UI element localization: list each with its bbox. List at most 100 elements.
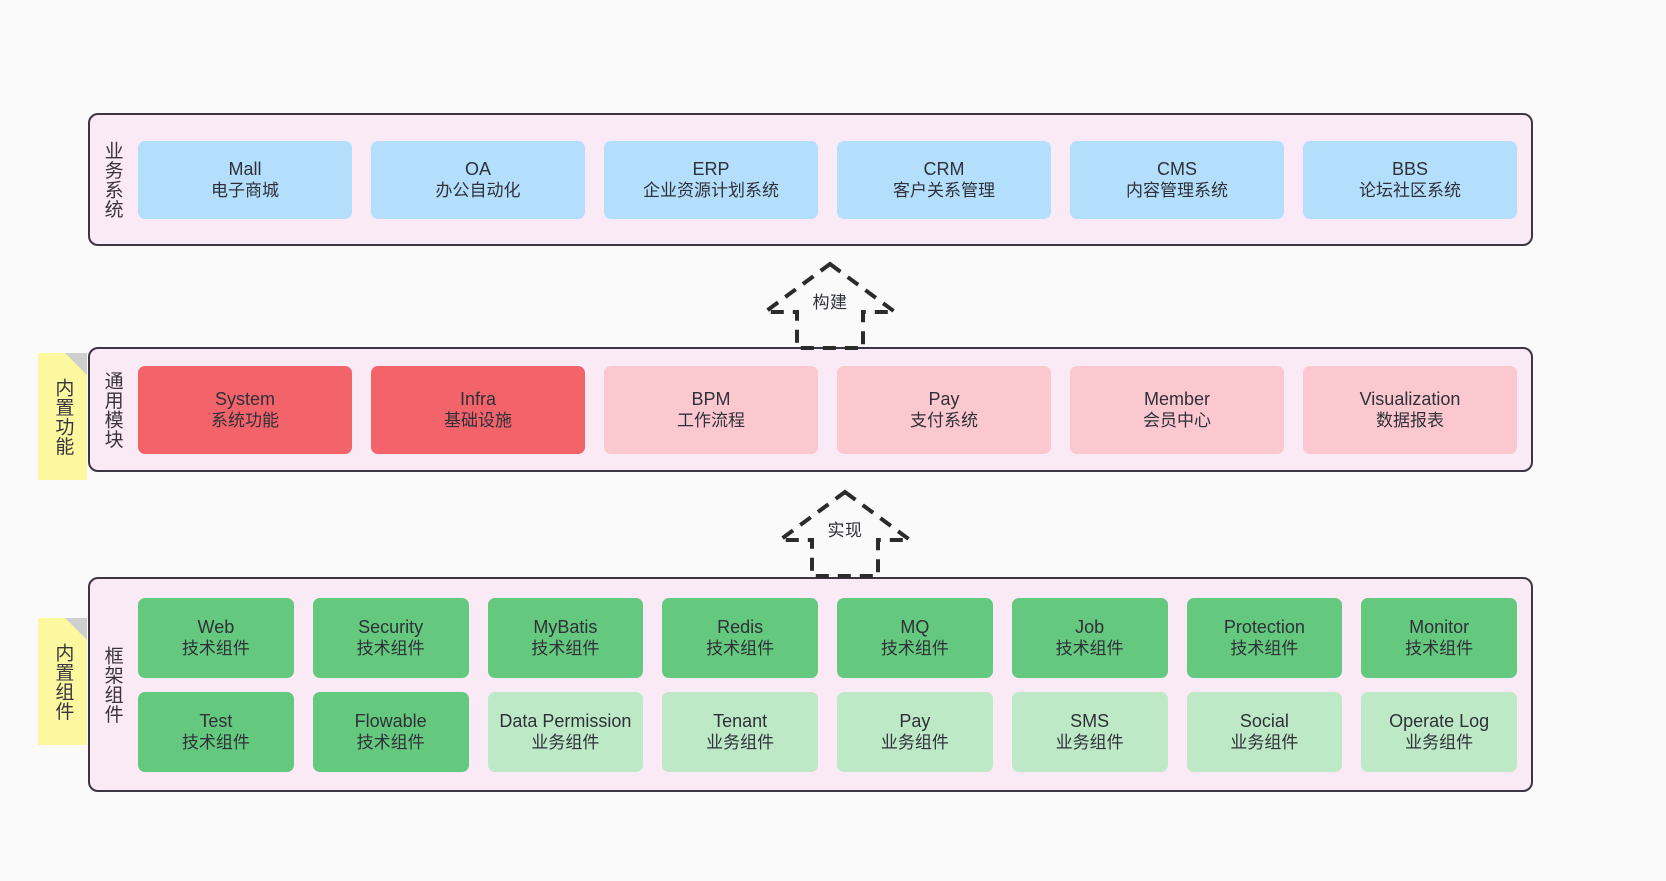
node-title: Member <box>1143 388 1210 409</box>
node-title: Social <box>1239 710 1289 731</box>
layer-body-business: Mall 电子商城 OA 办公自动化 ERP 企业资源计划系统 CRM 客户关系… <box>134 115 1531 244</box>
node-title: BBS <box>1391 158 1429 179</box>
node-title: Infra <box>459 388 497 409</box>
node-social[interactable]: Social 业务组件 <box>1186 691 1343 772</box>
node-infra[interactable]: Infra 基础设施 <box>371 365 585 454</box>
node-title: MQ <box>900 616 930 637</box>
node-title: Web <box>197 616 235 637</box>
node-subtitle: 内容管理系统 <box>1126 181 1228 201</box>
node-subtitle: 技术组件 <box>356 639 425 659</box>
connector-label: 实现 <box>827 521 863 540</box>
node-title: CRM <box>923 158 965 179</box>
node-redis[interactable]: Redis 技术组件 <box>662 597 818 678</box>
node-crm[interactable]: CRM 客户关系管理 <box>837 140 1051 219</box>
node-subtitle: 办公自动化 <box>435 181 521 201</box>
node-bpm[interactable]: BPM 工作流程 <box>604 365 818 454</box>
node-title: Flowable <box>354 710 427 731</box>
node-title: Data Permission <box>499 710 632 731</box>
node-title: BPM <box>691 388 731 409</box>
node-protection[interactable]: Protection 技术组件 <box>1186 597 1343 678</box>
node-security[interactable]: Security 技术组件 <box>312 597 469 678</box>
node-test[interactable]: Test 技术组件 <box>138 691 294 772</box>
node-subtitle: 技术组件 <box>1055 639 1124 659</box>
node-subtitle: 业务组件 <box>880 733 949 753</box>
node-row: Mall 电子商城 OA 办公自动化 ERP 企业资源计划系统 CRM 客户关系… <box>138 140 1517 219</box>
node-row: System 系统功能 Infra 基础设施 BPM 工作流程 Pay 支付系统… <box>138 365 1517 454</box>
note-fold-icon <box>65 353 87 375</box>
node-subtitle: 会员中心 <box>1143 411 1211 431</box>
node-title: Visualization <box>1359 388 1461 409</box>
node-bbs[interactable]: BBS 论坛社区系统 <box>1303 140 1517 219</box>
node-title: Security <box>358 616 424 637</box>
node-subtitle: 技术组件 <box>706 639 775 659</box>
node-title: Test <box>199 710 233 731</box>
node-title: Monitor <box>1409 616 1470 637</box>
node-mall[interactable]: Mall 电子商城 <box>138 140 352 219</box>
connector-label: 构建 <box>812 293 848 312</box>
node-pay[interactable]: Pay 支付系统 <box>837 365 1051 454</box>
layer-body-module: System 系统功能 Infra 基础设施 BPM 工作流程 Pay 支付系统… <box>134 349 1531 470</box>
hollow-arrow-up-icon <box>773 489 917 578</box>
note-builtin-function: 内置功能 <box>38 353 87 480</box>
layer-title-module: 通用模块 <box>101 370 123 449</box>
node-title: Job <box>1075 616 1105 637</box>
node-subtitle: 系统功能 <box>211 411 279 431</box>
node-tenant[interactable]: Tenant 业务组件 <box>662 691 818 772</box>
note-label: 内置组件 <box>52 642 74 721</box>
layer-common-module: 通用模块 System 系统功能 Infra 基础设施 BPM 工作流程 Pay… <box>88 347 1533 472</box>
node-web[interactable]: Web 技术组件 <box>138 597 294 678</box>
node-job[interactable]: Job 技术组件 <box>1011 597 1168 678</box>
node-subtitle: 技术组件 <box>181 733 250 753</box>
layer-title-business: 业务系统 <box>101 140 123 219</box>
node-visualization[interactable]: Visualization 数据报表 <box>1303 365 1517 454</box>
node-title: Pay <box>899 710 931 731</box>
node-subtitle: 技术组件 <box>531 639 600 659</box>
node-title: Operate Log <box>1389 710 1490 731</box>
node-flowable[interactable]: Flowable 技术组件 <box>312 691 469 772</box>
node-subtitle: 企业资源计划系统 <box>643 181 779 201</box>
node-data-permission[interactable]: Data Permission 业务组件 <box>487 691 644 772</box>
layer-business-system: 业务系统 Mall 电子商城 OA 办公自动化 ERP 企业资源计划系统 CRM… <box>88 113 1533 246</box>
node-subtitle: 技术组件 <box>181 639 250 659</box>
node-subtitle: 业务组件 <box>706 733 775 753</box>
node-title: Mall <box>228 158 262 179</box>
node-subtitle: 业务组件 <box>531 733 600 753</box>
node-member[interactable]: Member 会员中心 <box>1070 365 1284 454</box>
node-operate-log[interactable]: Operate Log 业务组件 <box>1361 691 1517 772</box>
node-title: SMS <box>1070 710 1110 731</box>
node-title: Protection <box>1223 616 1305 637</box>
node-subtitle: 客户关系管理 <box>893 181 995 201</box>
node-title: System <box>214 388 275 409</box>
node-oa[interactable]: OA 办公自动化 <box>371 140 585 219</box>
note-label: 内置功能 <box>52 377 74 456</box>
node-subtitle: 工作流程 <box>677 411 745 431</box>
node-mq[interactable]: MQ 技术组件 <box>837 597 993 678</box>
connector-build: 构建 <box>755 258 905 350</box>
node-monitor[interactable]: Monitor 技术组件 <box>1361 597 1517 678</box>
node-erp[interactable]: ERP 企业资源计划系统 <box>604 140 818 219</box>
node-subtitle: 技术组件 <box>356 733 425 753</box>
node-system[interactable]: System 系统功能 <box>138 365 352 454</box>
layer-body-framework: Web 技术组件 Security 技术组件 MyBatis 技术组件 Redi… <box>134 579 1531 790</box>
node-subtitle: 业务组件 <box>1405 733 1474 753</box>
node-mybatis[interactable]: MyBatis 技术组件 <box>487 597 644 678</box>
node-pay-component[interactable]: Pay 业务组件 <box>837 691 993 772</box>
node-subtitle: 论坛社区系统 <box>1359 181 1461 201</box>
layer-title-framework: 框架组件 <box>101 645 123 724</box>
note-fold-icon <box>65 618 87 640</box>
hollow-arrow-up-icon <box>758 261 902 350</box>
node-subtitle: 数据报表 <box>1376 411 1444 431</box>
node-title: Tenant <box>713 710 768 731</box>
node-sms[interactable]: SMS 业务组件 <box>1011 691 1168 772</box>
node-cms[interactable]: CMS 内容管理系统 <box>1070 140 1284 219</box>
note-builtin-component: 内置组件 <box>38 618 87 745</box>
node-title: MyBatis <box>533 616 598 637</box>
node-subtitle: 支付系统 <box>910 411 978 431</box>
node-subtitle: 技术组件 <box>1405 639 1474 659</box>
node-title: ERP <box>692 158 730 179</box>
node-subtitle: 电子商城 <box>211 181 279 201</box>
node-title: CMS <box>1157 158 1197 179</box>
node-subtitle: 技术组件 <box>1230 639 1299 659</box>
node-row: Test 技术组件 Flowable 技术组件 Data Permission … <box>138 691 1517 772</box>
